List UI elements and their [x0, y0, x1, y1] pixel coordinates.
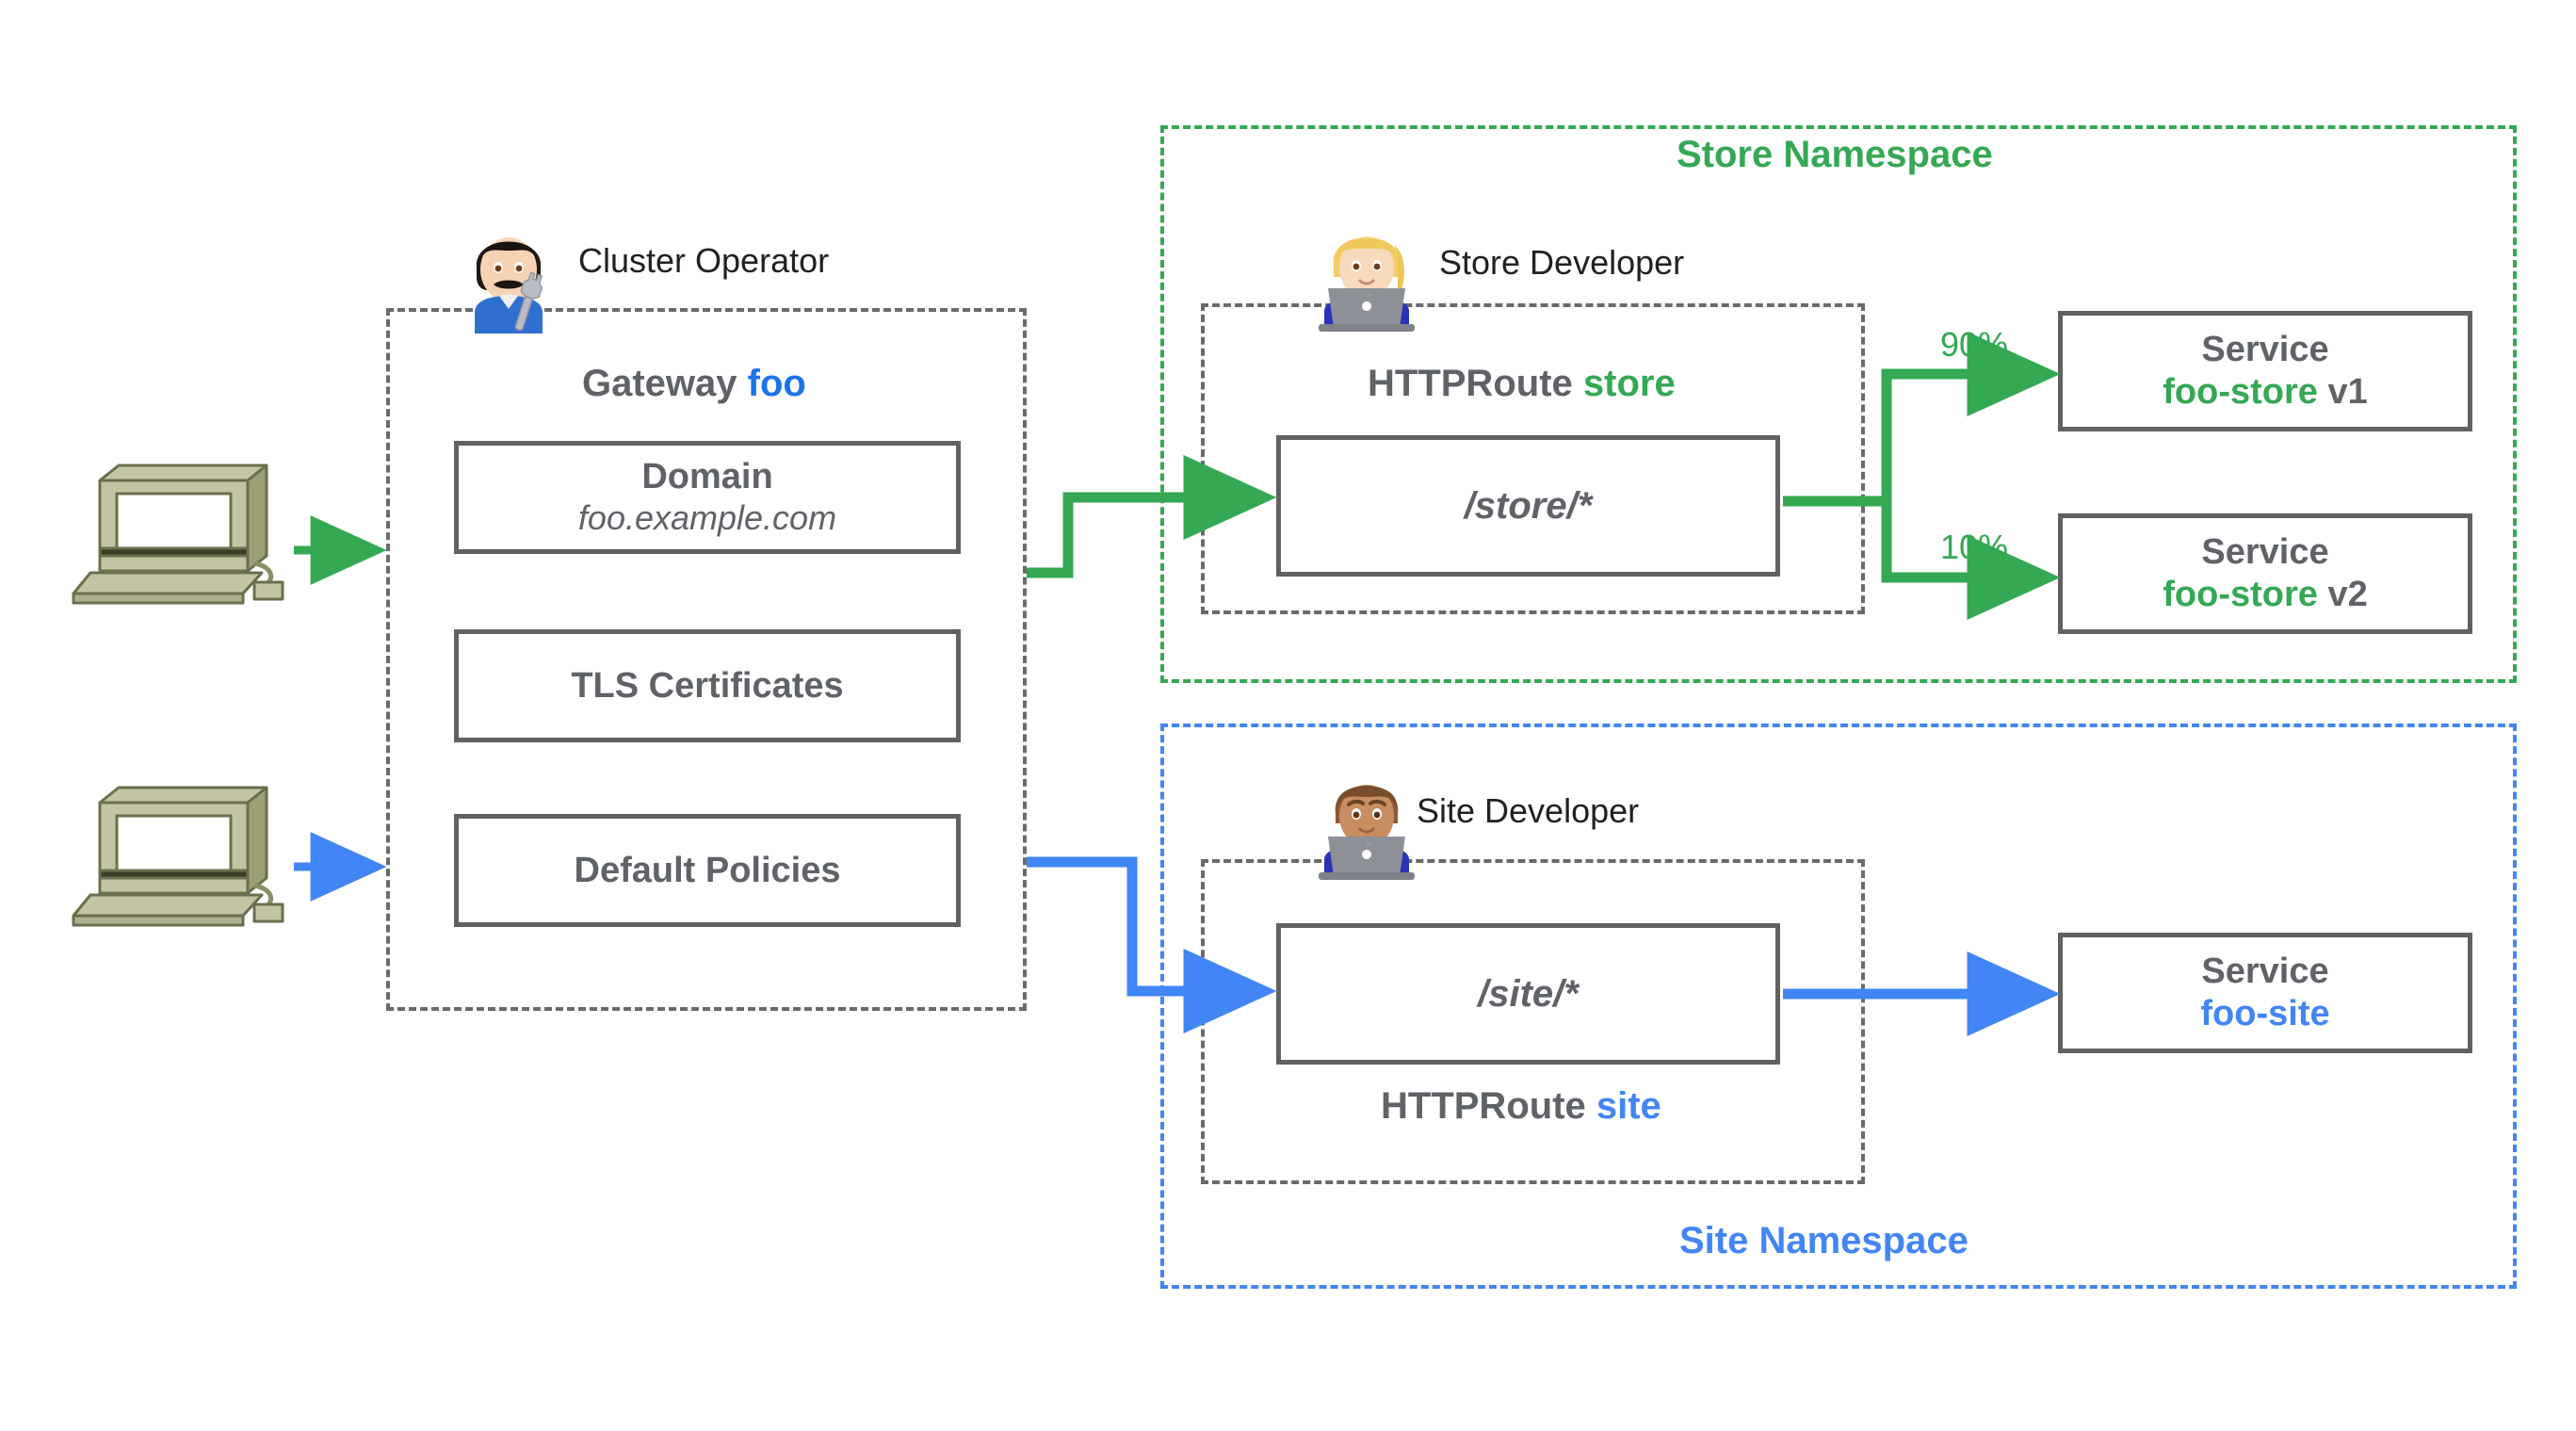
gateway-item-domain[interactable]: Domain foo.example.com	[454, 441, 961, 554]
gateway-item-tls-title: TLS Certificates	[571, 665, 844, 706]
gateway-item-domain-title: Domain	[641, 457, 773, 497]
service-foo-store-v1-kind: Service	[2201, 330, 2329, 370]
site-route-header-prefix: HTTPRoute	[1381, 1085, 1596, 1127]
store-route-header: HTTPRoute store	[1368, 363, 1676, 405]
service-foo-site[interactable]: Service foo-site	[2058, 933, 2472, 1053]
store-path-match-box[interactable]: /store/*	[1276, 435, 1780, 577]
site-path-match-box[interactable]: /site/*	[1276, 923, 1780, 1065]
service-foo-store-v2-kind: Service	[2201, 532, 2329, 573]
service-foo-site-name: foo-site	[2200, 994, 2330, 1033]
service-foo-store-v2[interactable]: Service foo-store v2	[2058, 513, 2472, 634]
site-path-match-text: /site/*	[1478, 972, 1579, 1015]
cluster-operator-label: Cluster Operator	[578, 241, 830, 280]
store-namespace-container	[1160, 125, 2517, 683]
gateway-item-tls[interactable]: TLS Certificates	[454, 629, 961, 742]
gateway-container	[386, 308, 1027, 1011]
gateway-header-name: foo	[747, 363, 806, 404]
service-foo-site-kind: Service	[2201, 951, 2329, 992]
store-namespace-label: Store Namespace	[1677, 134, 1993, 175]
woman-technologist-avatar-icon	[1319, 236, 1415, 332]
service-foo-store-v1[interactable]: Service foo-store v1	[2058, 311, 2472, 431]
site-namespace-container	[1160, 724, 2517, 1289]
store-route-header-prefix: HTTPRoute	[1368, 363, 1583, 404]
gateway-item-policies[interactable]: Default Policies	[454, 814, 961, 927]
gateway-item-policies-title: Default Policies	[574, 850, 841, 890]
service-foo-store-v1-version: v1	[2327, 372, 2368, 412]
site-namespace-label: Site Namespace	[1679, 1220, 1968, 1261]
store-v2-weight-label: 10%	[1940, 528, 2009, 566]
service-foo-store-v2-name: foo-store	[2163, 575, 2318, 614]
client-bottom-computer-icon	[72, 786, 284, 927]
site-route-header-name: site	[1596, 1085, 1661, 1127]
site-route-header: HTTPRoute site	[1381, 1085, 1661, 1128]
man-technologist-avatar-icon	[1319, 785, 1415, 880]
service-foo-store-v1-name: foo-store	[2163, 372, 2318, 412]
gateway-header-prefix: Gateway	[582, 363, 748, 404]
store-path-match-text: /store/*	[1464, 484, 1593, 527]
client-top-computer-icon	[72, 463, 284, 605]
store-developer-label: Store Developer	[1439, 243, 1685, 282]
store-route-header-name: store	[1582, 363, 1676, 404]
gateway-item-domain-subtitle: foo.example.com	[577, 498, 837, 538]
store-v1-weight-label: 90%	[1940, 325, 2009, 364]
gateway-header: Gateway foo	[582, 363, 806, 405]
service-foo-store-v2-version: v2	[2327, 575, 2368, 614]
mechanic-avatar-icon	[475, 237, 543, 333]
site-developer-label: Site Developer	[1417, 791, 1640, 830]
